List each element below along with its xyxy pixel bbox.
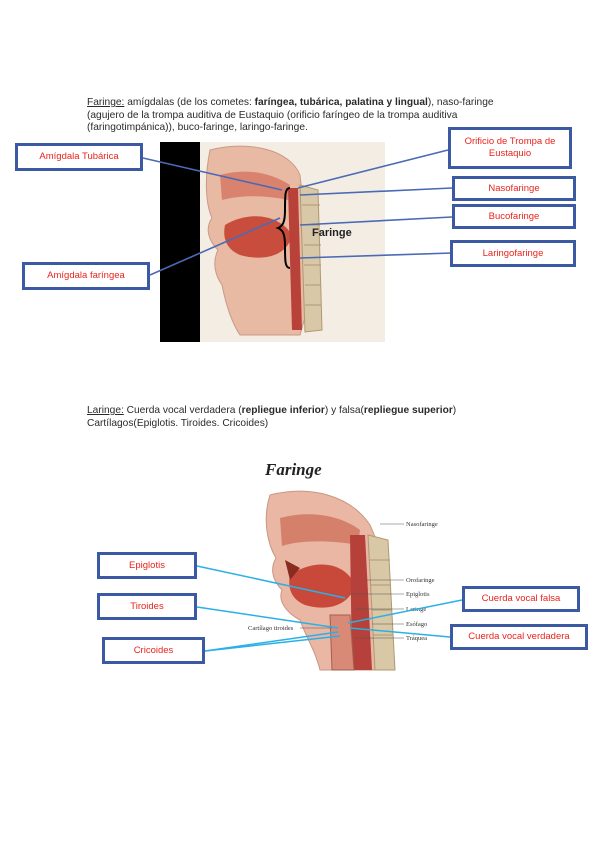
spine — [299, 184, 323, 333]
label-cuerda-vocal-falsa: Cuerda vocal falsa — [462, 586, 580, 612]
figure2-title: Faringe — [264, 460, 322, 479]
section1-bold-a: faríngea, tubárica, palatina y lingual — [254, 97, 428, 108]
label-cuerda-vocal-verdadera: Cuerda vocal verdadera — [450, 624, 588, 650]
nasal-cavity — [220, 171, 290, 200]
label-laringofaringe: Laringofaringe — [450, 240, 576, 267]
pharynx-channel — [288, 188, 302, 330]
section2-paragraph: Laringe: Cuerda vocal verdadera (replieg… — [87, 405, 517, 430]
section1-heading: Faringe: — [87, 97, 125, 108]
section2-bold-a: repliegue inferior — [241, 405, 325, 416]
nasal2 — [280, 514, 360, 546]
faringe-brace — [275, 187, 291, 269]
section2-heading: Laringe: — [87, 405, 124, 416]
label-cricoides: Cricoides — [102, 637, 205, 664]
section2-text-c: ) — [452, 405, 457, 416]
section2-bold-b: repliegue superior — [363, 405, 453, 416]
small-label-traquea: Tráquea — [406, 635, 427, 642]
label-epiglotis: Epiglotis — [97, 552, 197, 579]
larynx-figure: Faringe Nasofaringe Orofaringe Epiglotis… — [196, 460, 463, 671]
label-bucofaringe: Bucofaringe — [452, 204, 576, 229]
connector-lines — [142, 149, 453, 276]
small-label-orofaringe: Orofaringe — [406, 577, 435, 584]
small-label-esofago: Esófago — [406, 621, 427, 628]
connector-lines-2 — [196, 565, 463, 652]
pharynx2 — [350, 535, 372, 670]
figure1-label: Faringe — [312, 227, 352, 239]
label-nasofaringe: Nasofaringe — [452, 176, 576, 201]
section2-text-a: Cuerda vocal verdadera ( — [123, 405, 242, 416]
spine2 — [367, 534, 396, 671]
small-label-nasofaringe: Nasofaringe — [406, 521, 438, 528]
label-tiroides: Tiroides — [97, 593, 197, 620]
small-label-epiglotis: Epiglotis — [406, 591, 430, 598]
label-orificio-trompa: Orificio de Trompa de Eustaquio — [448, 127, 572, 169]
section2-text-b: ) y falsa( — [324, 405, 364, 416]
mouth2 — [285, 560, 300, 580]
label-amigdala-tubarica: Amígdala Tubárica — [15, 143, 143, 171]
pharynx-figure: Faringe — [142, 142, 453, 342]
section2-line2: Cartílagos(Epiglotis. Tiroides. Cricoide… — [87, 417, 269, 429]
section1-paragraph: Faringe: amígdalas (de los cometes: farí… — [87, 97, 502, 135]
label-amigdala-faringea: Amígdala faríngea — [22, 262, 150, 290]
larynx2 — [329, 614, 355, 671]
section1-text-a: amígdalas (de los cometes: — [124, 97, 255, 108]
tongue — [224, 216, 292, 258]
small-label-cartilago: Cartílago tiroides — [248, 625, 294, 632]
section1-text-b: ), naso-faringe (agujero de la trompa au… — [87, 97, 494, 133]
